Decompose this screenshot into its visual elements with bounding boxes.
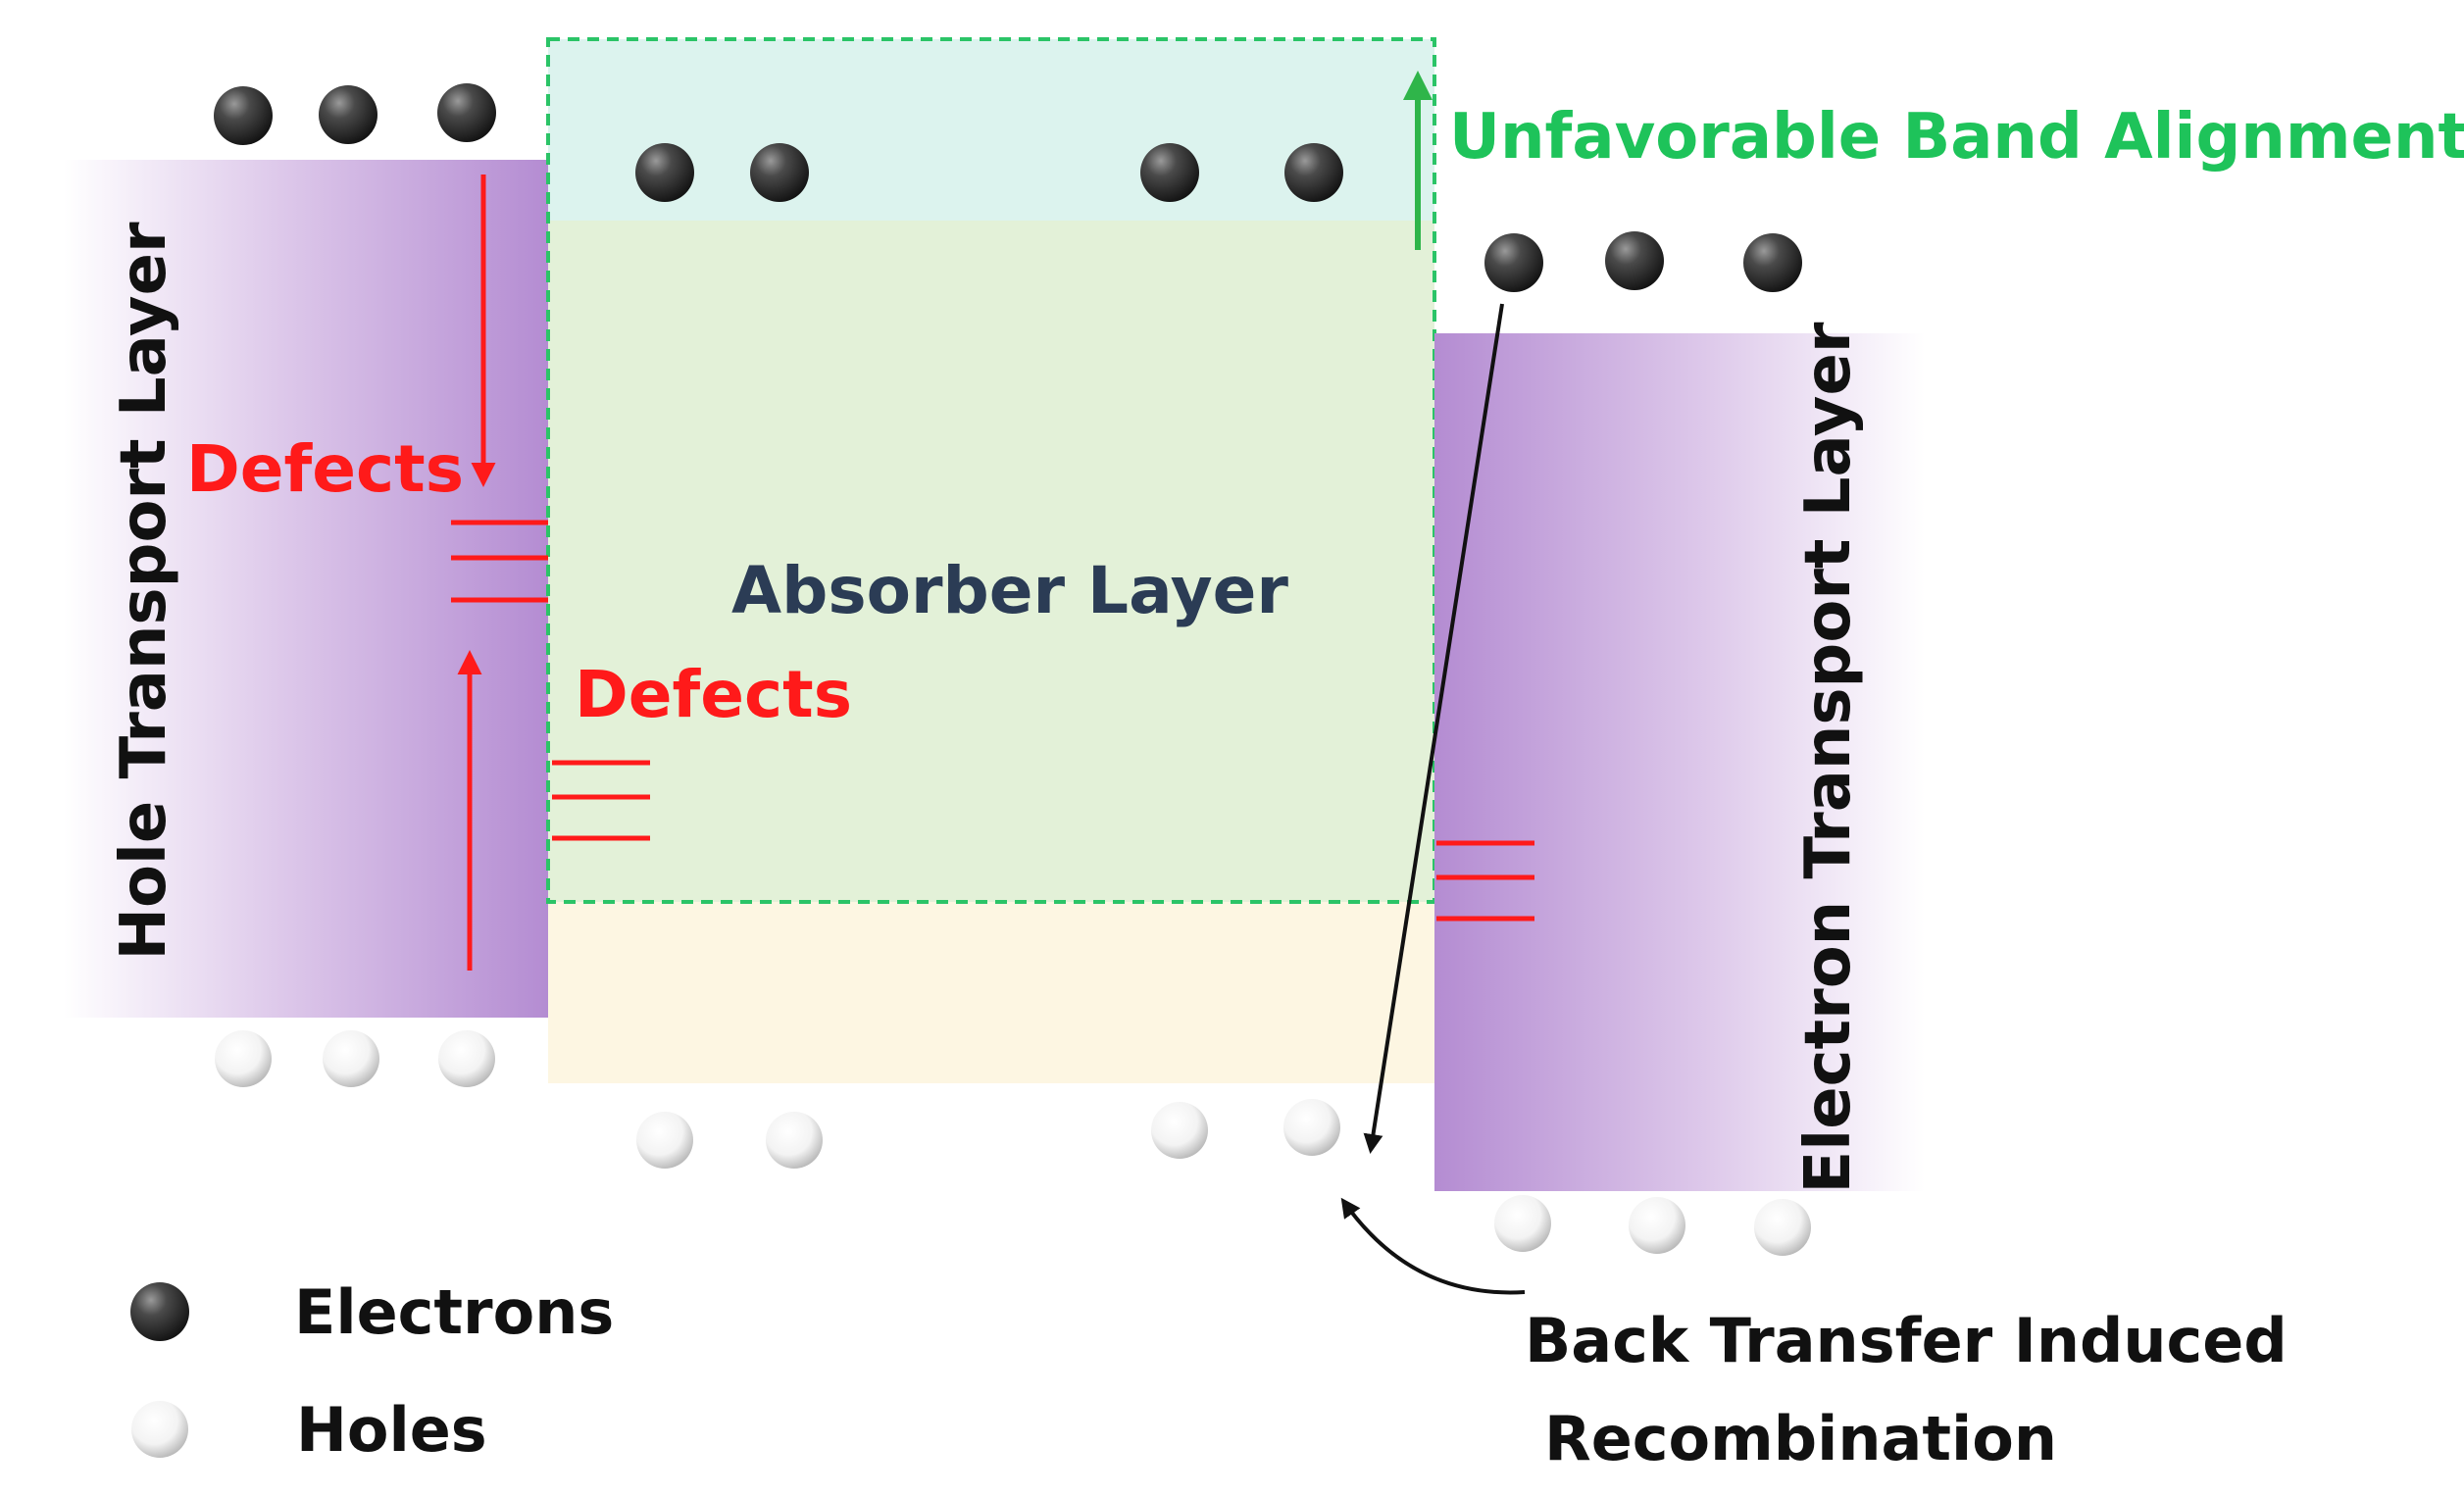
hole bbox=[1283, 1099, 1340, 1156]
absorber-defect-levels bbox=[552, 760, 650, 841]
electron bbox=[214, 86, 273, 145]
electron bbox=[319, 85, 377, 144]
holes bbox=[131, 1030, 1811, 1458]
hole bbox=[766, 1112, 823, 1169]
electron bbox=[1605, 231, 1664, 290]
hole-transport-layer-label: Hole Transport Layer bbox=[108, 222, 180, 961]
back-transfer-label-line1: Back Transfer Induced bbox=[1525, 1305, 2288, 1376]
hole bbox=[1151, 1102, 1208, 1159]
electron bbox=[750, 143, 809, 202]
electron-transport-layer-label: Electron Transport Layer bbox=[1792, 322, 1865, 1194]
legend-electrons-label: Electrons bbox=[294, 1276, 615, 1348]
back-transfer-arrow bbox=[1363, 303, 1504, 1154]
back-transfer-label-line2: Recombination bbox=[1544, 1403, 2057, 1474]
electron bbox=[1484, 233, 1543, 292]
electron bbox=[1140, 143, 1199, 202]
electron bbox=[1743, 233, 1802, 292]
absorber-defects-label: Defects bbox=[575, 657, 852, 732]
hole bbox=[1629, 1197, 1685, 1254]
band-alignment-label: Unfavorable Band Alignment bbox=[1449, 101, 2464, 174]
hole bbox=[215, 1030, 272, 1087]
recombination-curved-arrow bbox=[1340, 1197, 1526, 1295]
hole bbox=[1494, 1195, 1551, 1252]
htl-defect-levels bbox=[451, 520, 548, 603]
hole bbox=[323, 1030, 379, 1087]
absorber-layer-label: Absorber Layer bbox=[731, 553, 1288, 628]
electron bbox=[635, 143, 694, 202]
electron bbox=[1284, 143, 1343, 202]
electron bbox=[437, 83, 496, 142]
hole bbox=[636, 1112, 693, 1169]
hole bbox=[438, 1030, 495, 1087]
legend-electron-marker bbox=[130, 1282, 189, 1341]
legend-hole-marker bbox=[131, 1401, 188, 1458]
electron-transport-layer-band bbox=[1434, 333, 1925, 1191]
legend-holes-label: Holes bbox=[296, 1394, 487, 1466]
htl-defects-label: Defects bbox=[186, 431, 464, 507]
hole bbox=[1754, 1199, 1811, 1256]
electrons bbox=[130, 83, 1802, 1341]
etl-defect-levels bbox=[1436, 840, 1534, 922]
